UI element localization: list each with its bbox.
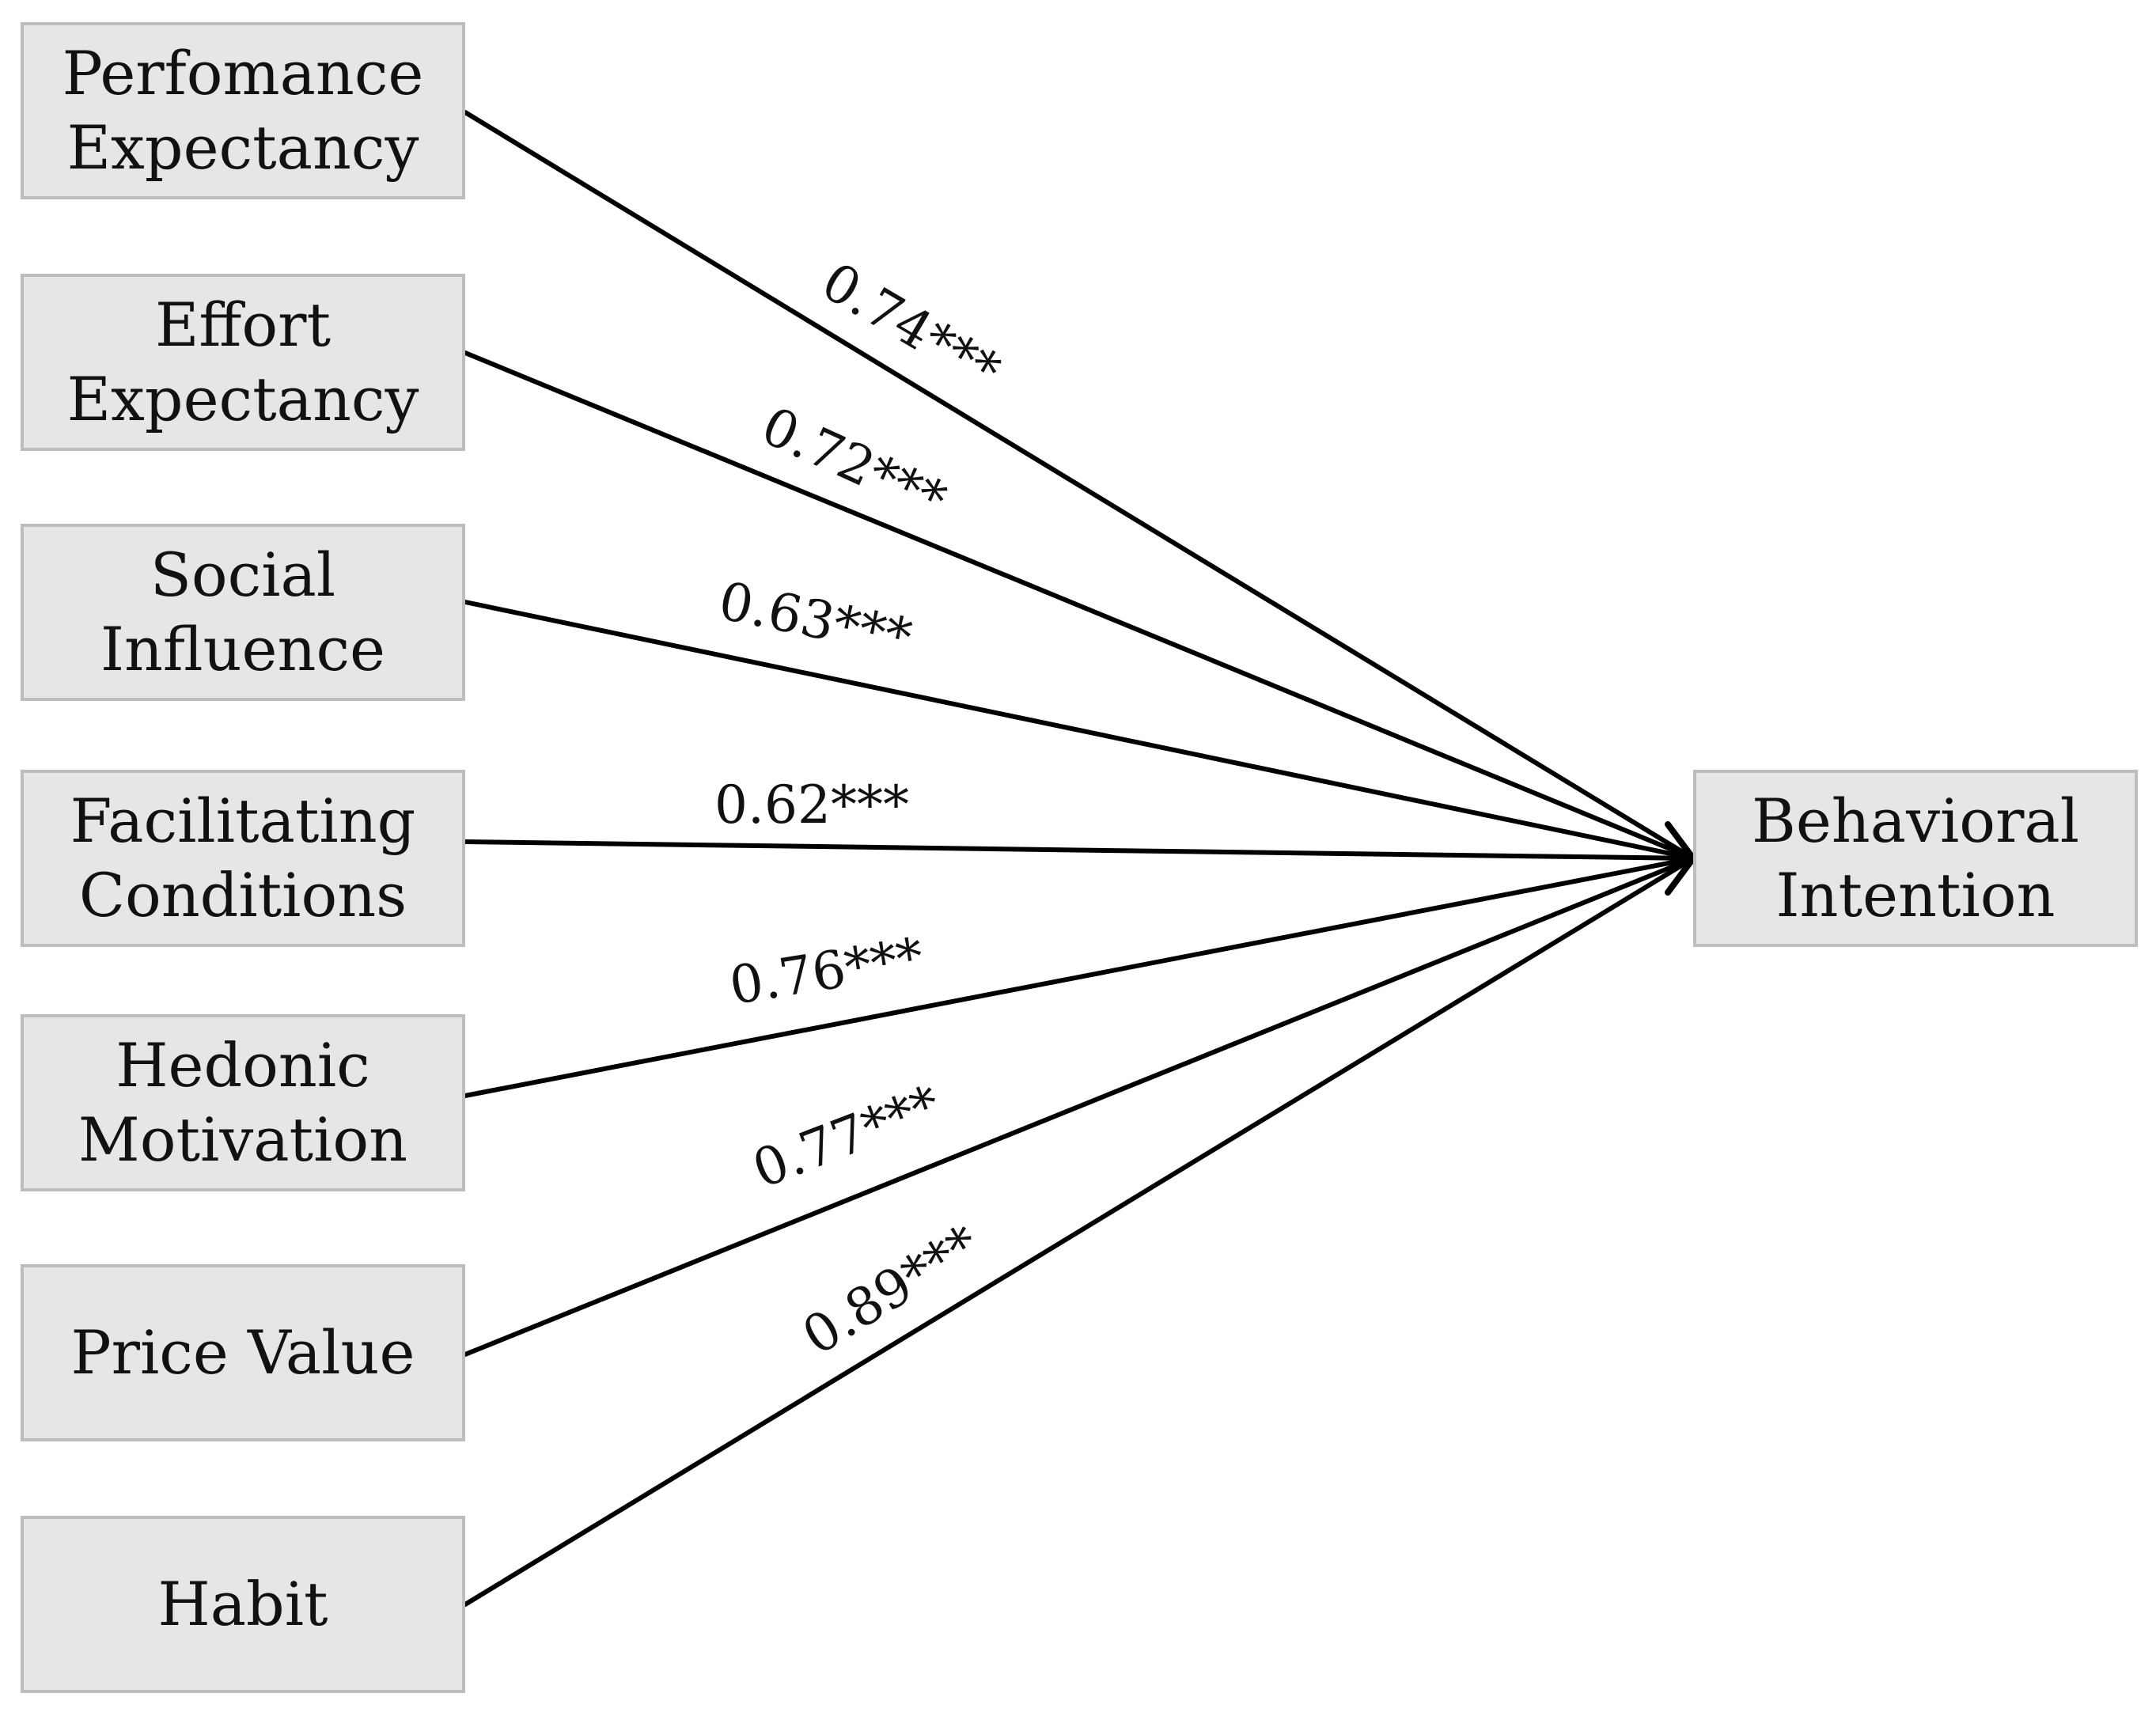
- node-behavioral-intention-label-line-2: Intention: [1776, 860, 2056, 930]
- node-social-influence-label-line-1: Social: [150, 540, 335, 610]
- edge-label-facilitating-conditions: 0.62***: [714, 775, 909, 835]
- edge-hedonic-motivation-to-behavioral-intention: [463, 856, 1696, 1098]
- node-social-influence-box: [21, 524, 465, 701]
- node-habit: Habit: [21, 1516, 465, 1693]
- edge-price-value-to-behavioral-intention: [463, 856, 1696, 1357]
- edge-social-influence-to-behavioral-intention: [463, 600, 1696, 861]
- node-effort-expectancy-box: [21, 274, 465, 451]
- node-hedonic-motivation-label-line-2: Motivation: [78, 1104, 407, 1175]
- node-social-influence-label-line-2: Influence: [100, 614, 385, 684]
- edge-effort-expectancy-to-behavioral-intention: [463, 350, 1696, 861]
- edge-label-social-influence: 0.63***: [714, 570, 916, 669]
- node-behavioral-intention-box: [1693, 770, 2138, 947]
- node-performance-expectancy-label-line-2: Expectancy: [67, 112, 419, 183]
- node-hedonic-motivation-label-line-1: Hedonic: [116, 1030, 369, 1100]
- node-effort-expectancy-label-line-1: Effort: [155, 290, 331, 360]
- node-effort-expectancy-label-line-2: Expectancy: [67, 364, 419, 434]
- node-facilitating-conditions-box: [21, 770, 465, 947]
- node-price-value: Price Value: [21, 1264, 465, 1441]
- edges-layer: [463, 110, 1696, 1607]
- node-facilitating-conditions-label-line-1: Facilitating: [70, 786, 416, 856]
- node-performance-expectancy-label-line-1: Perfomance: [63, 38, 424, 108]
- edge-performance-expectancy-to-behavioral-intention: [463, 110, 1696, 861]
- edge-facilitating-conditions-to-behavioral-intention: [463, 839, 1696, 861]
- node-habit-label-line-1: Habit: [157, 1569, 328, 1639]
- nodes-layer: PerfomanceExpectancyEffortExpectancySoci…: [21, 22, 2138, 1693]
- edge-label-price-value: 0.77***: [745, 1074, 948, 1200]
- node-habit-box: [21, 1516, 465, 1693]
- edge-label-hedonic-motivation: 0.76***: [726, 926, 927, 1017]
- node-facilitating-conditions-label-line-2: Conditions: [79, 860, 407, 930]
- node-behavioral-intention-label-line-1: Behavioral: [1752, 786, 2079, 856]
- node-performance-expectancy-box: [21, 22, 465, 199]
- node-hedonic-motivation-box: [21, 1014, 465, 1191]
- edge-label-performance-expectancy: 0.74***: [812, 251, 1010, 402]
- node-price-value-box: [21, 1264, 465, 1441]
- node-price-value-label-line-1: Price Value: [71, 1317, 415, 1388]
- edge-habit-to-behavioral-intention: [463, 856, 1696, 1607]
